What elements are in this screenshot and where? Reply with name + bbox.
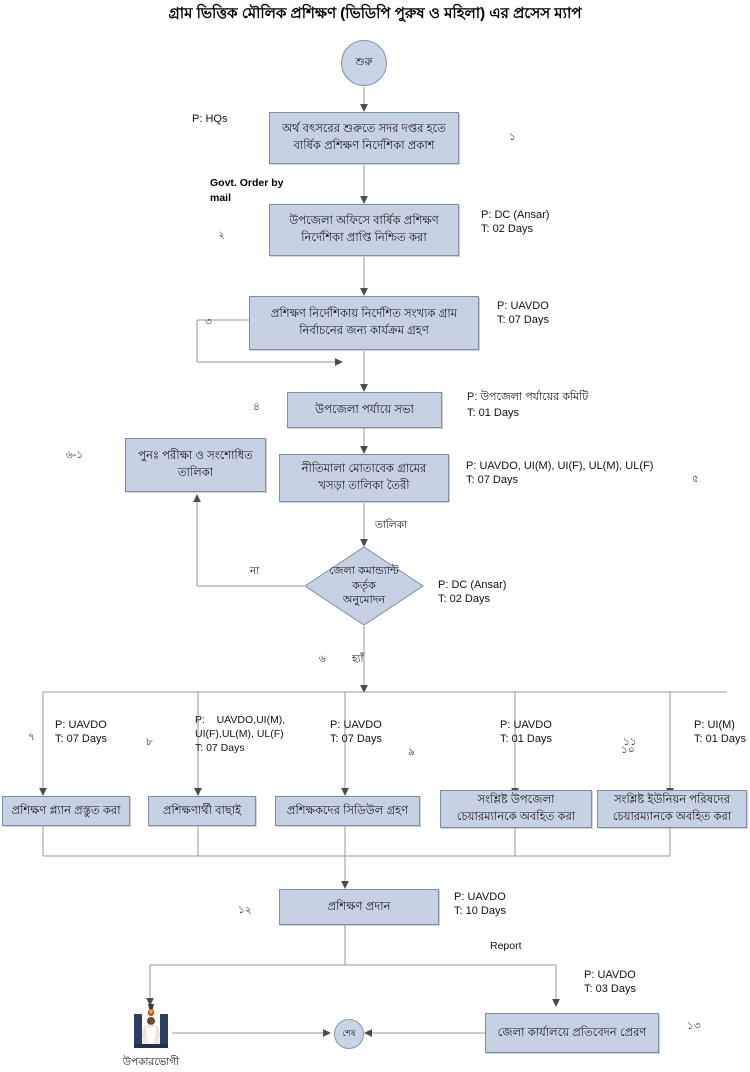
process-box-3-label: প্রশিক্ষণ নির্দেশিকায় নির্দেশিত সংখ্যক … xyxy=(270,308,458,337)
process-box-6-1[interactable]: পুনঃ পরীক্ষা ও সংশোধিত তালিকা xyxy=(125,438,266,492)
step-number-13: ১৩ xyxy=(687,1020,701,1032)
step-number-4: ৪ xyxy=(253,401,260,413)
process-box-7[interactable]: প্রশিক্ষণ প্ল্যান প্রস্তুত করা xyxy=(2,796,130,826)
beneficiary-label: উপকারভোগী xyxy=(122,1056,180,1068)
edge-label-govt-order: Govt. Order by mail xyxy=(210,177,284,204)
step-number-6-1: ৬-১ xyxy=(66,449,84,461)
annotation-performer-12: P: UAVDO xyxy=(454,891,506,903)
decision-diamond-6[interactable]: জেলা কমান্ড্যান্ট কর্তৃক অনুমোদন xyxy=(304,546,424,626)
annotation-time-2: T: 02 Days xyxy=(481,223,533,235)
process-box-2-label: উপজেলা অফিসে বার্ষিক প্রশিক্ষণ নির্দেশিক… xyxy=(289,215,439,244)
process-box-9-label: প্রশিক্ষকদের সিডিউল গ্রহণ xyxy=(286,804,409,817)
annotation-performer-5: P: UAVDO, UI(M), UI(F), UL(M), UL(F) xyxy=(466,460,654,472)
process-box-10[interactable]: সংশ্লিষ্ট উপজেলা চেয়ারম্যানকে অবহিত করা xyxy=(440,790,592,828)
annotation-time-3: T: 07 Days xyxy=(497,314,549,326)
process-box-5-label: নীতিমালা মোতাবেক গ্রামের খসড়া তালিকা তৈ… xyxy=(301,463,427,492)
decision-diamond-6-label: জেলা কমান্ড্যান্ট কর্তৃক অনুমোদন xyxy=(329,564,399,607)
process-box-13[interactable]: জেলা কার্যালয়ে প্রতিবেদন প্রেরণ xyxy=(485,1013,659,1053)
annotation-performer-1: P: HQs xyxy=(192,113,228,125)
process-box-9[interactable]: প্রশিক্ষকদের সিডিউল গ্রহণ xyxy=(275,796,420,826)
end-terminator-label: শেষ xyxy=(342,1028,356,1038)
annotation-time-5: T: 07 Days xyxy=(466,474,518,486)
process-box-8-label: প্রশিক্ষণার্থী বাছাই xyxy=(162,804,242,817)
process-box-1[interactable]: অর্থ বৎসরের শুরুতে সদর দপ্তর হতে বার্ষিক… xyxy=(269,112,459,164)
step-number-9: ৯ xyxy=(408,746,415,758)
annotation-performer-10: P: UAVDO xyxy=(500,719,552,731)
annotation-time-13: T: 03 Days xyxy=(584,983,636,995)
annotation-time-12: T: 10 Days xyxy=(454,905,506,917)
process-box-4[interactable]: উপজেলা পর্যায়ে সভা xyxy=(287,392,442,428)
annotation-time-10: T: 01 Days xyxy=(500,733,552,745)
process-box-3[interactable]: প্রশিক্ষণ নির্দেশিকায় নির্দেশিত সংখ্যক … xyxy=(249,296,479,350)
beneficiary-person-icon xyxy=(131,1004,171,1050)
step-number-1: ১ xyxy=(509,131,516,143)
step-number-11: ১১ xyxy=(623,736,637,748)
annotation-time-4: T: 01 Days xyxy=(467,407,519,419)
process-box-11[interactable]: সংশ্লিষ্ট ইউনিয়ন পরিষদের চেয়ারম্যানকে … xyxy=(597,790,747,828)
step-number-6: ৬ xyxy=(319,653,326,665)
annotation-performer-7: P: UAVDO xyxy=(55,719,107,731)
process-box-5[interactable]: নীতিমালা মোতাবেক গ্রামের খসড়া তালিকা তৈ… xyxy=(279,454,449,502)
annotation-performer-13: P: UAVDO xyxy=(584,969,636,981)
annotation-performer-6: P: DC (Ansar) xyxy=(438,579,507,591)
process-box-4-label: উপজেলা পর্যায়ে সভা xyxy=(315,403,414,416)
step-number-12: ১২ xyxy=(238,904,252,916)
annotation-performer-8: P: UAVDO,UI(M), UI(F),UL(M), UL(F) xyxy=(195,714,286,741)
step-number-7: ৭ xyxy=(28,731,35,743)
process-box-11-label: সংশ্লিষ্ট ইউনিয়ন পরিষদের চেয়ারম্যানকে … xyxy=(612,794,732,823)
annotation-performer-3: P: UAVDO xyxy=(497,300,549,312)
annotation-time-6: T: 02 Days xyxy=(438,593,490,605)
step-number-10: ১০ xyxy=(621,744,635,756)
start-terminator-label: শুরু xyxy=(355,55,373,68)
annotation-performer-2: P: DC (Ansar) xyxy=(481,209,550,221)
end-terminator: শেষ xyxy=(334,1019,364,1049)
edge-label-report: Report xyxy=(490,940,522,952)
process-box-12[interactable]: প্রশিক্ষণ প্রদান xyxy=(279,889,439,925)
annotation-performer-4: P: উপজেলা পর্যায়ের কমিটি xyxy=(467,391,589,403)
process-box-13-label: জেলা কার্যালয়ে প্রতিবেদন প্রেরণ xyxy=(497,1026,647,1039)
annotation-time-9: T: 07 Days xyxy=(330,733,382,745)
process-box-12-label: প্রশিক্ষণ প্রদান xyxy=(327,900,391,913)
annotation-time-11: T: 01 Days xyxy=(694,733,746,745)
step-number-3: ৩ xyxy=(205,316,212,328)
edge-label-no: না xyxy=(250,565,260,577)
edge-label-talika: তালিকা xyxy=(375,519,408,531)
start-terminator: শুরু xyxy=(341,40,387,86)
page-title: গ্রাম ভিত্তিক মৌলিক প্রশিক্ষণ (ভিডিপি পু… xyxy=(168,5,582,22)
step-number-2: ২ xyxy=(218,229,225,241)
annotation-time-8: T: 07 Days xyxy=(195,742,245,754)
process-box-6-1-label: পুনঃ পরীক্ষা ও সংশোধিত তালিকা xyxy=(138,450,253,479)
annotation-performer-11: P: UI(M) xyxy=(694,719,735,731)
process-box-10-label: সংশ্লিষ্ট উপজেলা চেয়ারম্যানকে অবহিত করা xyxy=(456,794,576,823)
process-box-7-label: প্রশিক্ষণ প্ল্যান প্রস্তুত করা xyxy=(11,804,121,817)
process-box-8[interactable]: প্রশিক্ষণার্থী বাছাই xyxy=(148,796,256,826)
step-number-8: ৮ xyxy=(146,736,153,748)
annotation-performer-9: P: UAVDO xyxy=(330,719,382,731)
annotation-time-7: T: 07 Days xyxy=(55,733,107,745)
edge-label-yes: হ্যাঁ xyxy=(352,653,364,665)
process-box-2[interactable]: উপজেলা অফিসে বার্ষিক প্রশিক্ষণ নির্দেশিক… xyxy=(269,204,459,256)
process-box-1-label: অর্থ বৎসরের শুরুতে সদর দপ্তর হতে বার্ষিক… xyxy=(282,123,446,152)
step-number-5: ৫ xyxy=(692,473,699,485)
